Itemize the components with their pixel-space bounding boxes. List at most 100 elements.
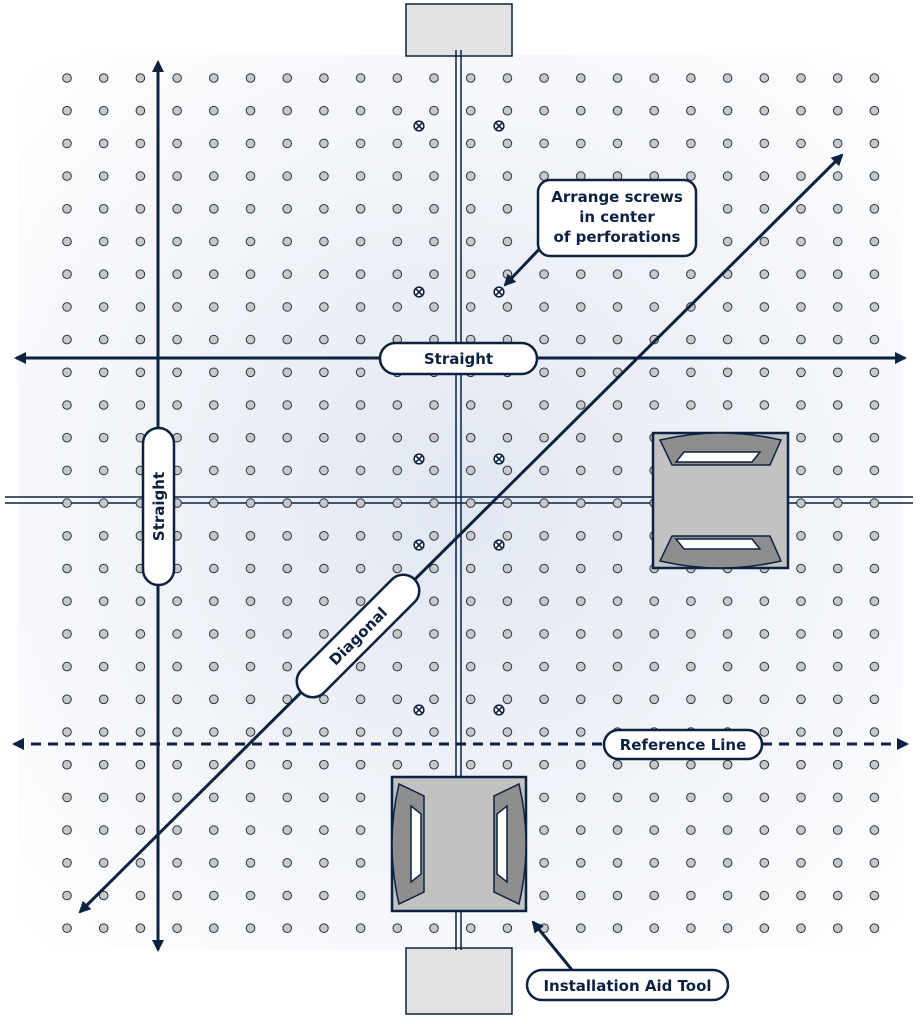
perforation-hole: [429, 759, 439, 770]
perforation-hole: [172, 269, 182, 280]
perforation-hole: [832, 269, 843, 280]
perforation-hole: [319, 302, 329, 312]
perforation-hole: [722, 302, 733, 312]
perforation-hole: [796, 858, 806, 868]
perforation-hole: [245, 498, 256, 508]
perforation-hole: [355, 105, 366, 116]
perforation-hole: [612, 269, 623, 280]
perforation-hole: [686, 73, 696, 83]
perforation-hole: [282, 302, 293, 312]
perforation-hole: [62, 236, 72, 247]
perforation-hole: [282, 825, 293, 835]
perforation-hole: [355, 400, 366, 410]
perforation-hole: [869, 792, 880, 803]
perforation-hole: [355, 694, 366, 705]
perforation-hole: [576, 334, 586, 345]
perforation-hole: [429, 923, 439, 934]
perforation-hole: [832, 759, 843, 770]
perforation-hole: [98, 596, 109, 607]
perforation-hole: [759, 759, 770, 770]
perforation-hole: [355, 465, 366, 476]
perforation-hole: [649, 105, 660, 116]
perforation-hole: [355, 792, 366, 803]
perforation-hole: [98, 825, 109, 835]
perforation-hole: [429, 727, 439, 737]
perforation-hole: [649, 890, 660, 901]
perforation-hole: [392, 204, 403, 214]
perforation-hole: [282, 105, 293, 116]
perforation-hole: [649, 858, 660, 868]
perforation-hole: [135, 923, 146, 934]
perforation-hole: [832, 531, 843, 541]
perforation-hole: [429, 563, 439, 574]
perforation-hole: [319, 923, 329, 934]
perforation-hole: [209, 858, 219, 868]
perforation-hole: [282, 629, 293, 639]
perforation-hole: [539, 302, 549, 312]
perforation-hole: [796, 825, 806, 835]
perforation-hole: [612, 105, 623, 116]
perforation-hole: [245, 858, 256, 868]
perforation-hole: [502, 661, 513, 672]
perforation-hole: [832, 400, 843, 410]
label-reference-line: Reference Line: [602, 728, 764, 761]
svg-text:Installation Aid Tool: Installation Aid Tool: [543, 977, 711, 995]
perforation-hole: [282, 269, 293, 280]
perforation-hole: [539, 563, 549, 574]
perforation-hole: [355, 432, 366, 443]
perforation-hole: [796, 334, 806, 345]
svg-text:Straight: Straight: [150, 472, 168, 541]
perforation-hole: [465, 204, 476, 214]
perforation-hole: [392, 563, 403, 574]
perforation-hole: [245, 531, 256, 541]
perforation-hole: [429, 171, 439, 181]
perforation-hole: [319, 432, 329, 443]
perforation-hole: [539, 727, 549, 737]
perforation-hole: [135, 73, 146, 83]
perforation-hole: [135, 334, 146, 345]
perforation-hole: [612, 498, 623, 508]
perforation-hole: [576, 498, 586, 508]
perforation-hole: [319, 727, 329, 737]
perforation-hole: [392, 923, 403, 934]
perforation-hole: [576, 890, 586, 901]
perforation-hole: [209, 236, 219, 247]
perforation-hole: [612, 596, 623, 607]
perforation-hole: [539, 694, 549, 705]
perforation-hole: [282, 759, 293, 770]
perforation-hole: [649, 138, 660, 149]
perforation-hole: [465, 531, 476, 541]
perforation-hole: [612, 858, 623, 868]
perforation-hole: [612, 138, 623, 149]
perforation-hole: [209, 890, 219, 901]
perforation-hole: [355, 563, 366, 574]
perforation-hole: [135, 171, 146, 181]
perforation-hole: [62, 302, 72, 312]
perforation-hole: [282, 171, 293, 181]
perforation-hole: [612, 465, 623, 476]
perforation-hole: [209, 432, 219, 443]
perforation-hole: [319, 596, 329, 607]
perforation-hole: [319, 236, 329, 247]
perforation-hole: [355, 498, 366, 508]
perforation-hole: [429, 661, 439, 672]
perforation-hole: [465, 302, 476, 312]
perforation-hole: [869, 694, 880, 705]
perforation-hole: [319, 465, 329, 476]
perforation-hole: [209, 792, 219, 803]
perforation-hole: [392, 727, 403, 737]
perforation-hole: [832, 923, 843, 934]
perforation-hole: [465, 105, 476, 116]
perforation-hole: [869, 923, 880, 934]
perforation-hole: [759, 367, 770, 378]
perforation-hole: [576, 661, 586, 672]
perforation-hole: [686, 334, 696, 345]
label-straight-vertical: Straight: [141, 426, 176, 587]
perforation-hole: [209, 105, 219, 116]
perforation-hole: [172, 727, 182, 737]
perforation-hole: [869, 432, 880, 443]
perforation-hole: [282, 727, 293, 737]
perforation-hole: [135, 661, 146, 672]
perforation-hole: [172, 171, 182, 181]
perforation-hole: [576, 138, 586, 149]
